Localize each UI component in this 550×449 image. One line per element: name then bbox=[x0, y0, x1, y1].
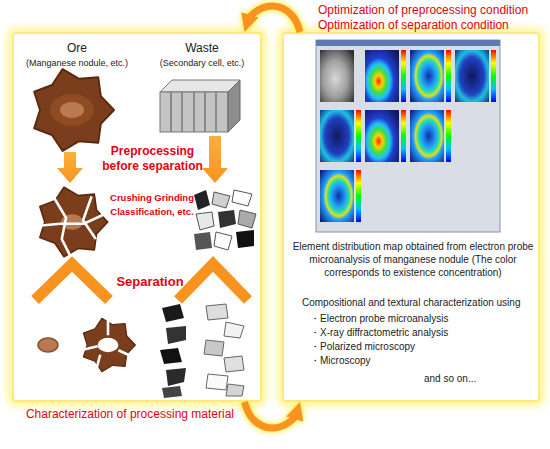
nodule-hole bbox=[98, 338, 119, 352]
nodule-core bbox=[60, 102, 84, 118]
color-scale bbox=[491, 50, 496, 102]
step-detail: Crushing Grinding Classification, etc. bbox=[108, 191, 196, 219]
battery-cell-line bbox=[181, 92, 183, 132]
element-map bbox=[410, 110, 444, 162]
battery-fragment bbox=[224, 356, 244, 372]
battery-front bbox=[160, 92, 228, 132]
battery-fragment bbox=[206, 374, 228, 390]
color-scale bbox=[401, 110, 406, 162]
method-item: ・Microscopy bbox=[310, 354, 530, 367]
battery-cell-line bbox=[215, 92, 217, 132]
method-intro: Compositional and textural characterizat… bbox=[302, 296, 538, 309]
battery-cell-line bbox=[193, 92, 195, 132]
battery-fragment bbox=[224, 322, 244, 338]
battery-fragment bbox=[194, 190, 210, 210]
material-note: (Manganese nodule, etc.) bbox=[17, 57, 137, 70]
step-label: Separation bbox=[100, 275, 200, 288]
element-map bbox=[455, 50, 489, 102]
crack-line bbox=[53, 197, 70, 257]
battery-fragment bbox=[212, 192, 230, 208]
window-titlebar bbox=[316, 40, 500, 46]
crack-line bbox=[107, 313, 110, 336]
battery-fragment bbox=[162, 386, 182, 398]
separated-shell bbox=[81, 313, 138, 375]
battery-fragment bbox=[194, 232, 212, 250]
crack-line bbox=[95, 355, 100, 375]
battery-fragment bbox=[160, 348, 182, 364]
separated-core bbox=[38, 338, 58, 352]
battery-side bbox=[228, 80, 240, 132]
material-note: (Secondary cell, etc.) bbox=[142, 57, 262, 70]
shredded-battery bbox=[194, 190, 256, 250]
element-map bbox=[320, 170, 354, 222]
process-panel: Ore (Manganese nodule, etc.) Waste (Seconda… bbox=[12, 32, 262, 402]
color-scale bbox=[356, 110, 361, 162]
battery-fragment bbox=[236, 230, 254, 248]
element-map-window bbox=[316, 40, 500, 232]
nodule-body bbox=[83, 318, 135, 371]
battery-fragment bbox=[204, 340, 224, 356]
feedback-arrow bbox=[245, 402, 298, 428]
separation-chevron bbox=[178, 264, 248, 300]
material-heading: Ore bbox=[37, 42, 117, 55]
battery-fragment bbox=[206, 304, 228, 320]
nodule-layer bbox=[50, 94, 94, 126]
nodule-body bbox=[40, 187, 108, 257]
battery-fragment bbox=[218, 210, 236, 228]
method-item: ・X-ray diffractometric analysis bbox=[310, 326, 530, 339]
material-heading: Waste bbox=[162, 42, 242, 55]
element-map bbox=[365, 50, 399, 102]
battery-fragment bbox=[226, 384, 244, 396]
separation-chevron bbox=[35, 264, 109, 300]
step-label: Preprocessing before separation bbox=[95, 144, 210, 174]
connector-label: Characterization of processing material bbox=[12, 407, 234, 422]
sem-image bbox=[320, 50, 354, 102]
battery-top bbox=[160, 80, 240, 92]
ore-nodule bbox=[34, 69, 114, 151]
color-scale bbox=[401, 50, 406, 102]
characterization-panel: Element distribution map obtained from e… bbox=[282, 32, 540, 402]
method-item: ・Polarized microscopy bbox=[310, 340, 530, 353]
feedback-arrow bbox=[247, 6, 300, 32]
color-scale bbox=[446, 110, 451, 162]
separated-battery-dark bbox=[160, 304, 186, 398]
battery-fragment bbox=[232, 190, 252, 206]
element-map bbox=[320, 110, 354, 162]
crushed-ore bbox=[40, 187, 108, 257]
element-map bbox=[365, 110, 399, 162]
battery-fragment bbox=[162, 304, 184, 322]
nodule-body bbox=[34, 69, 114, 151]
battery-fragment bbox=[166, 326, 186, 344]
battery-fragment bbox=[166, 368, 186, 386]
window-frame bbox=[316, 40, 500, 232]
crack-line bbox=[41, 214, 106, 226]
element-map bbox=[410, 50, 444, 102]
crack-line bbox=[118, 350, 137, 359]
battery-cell-line bbox=[170, 92, 172, 132]
battery-fragment bbox=[238, 210, 256, 228]
connector-label: Optimization of preprocessing condition … bbox=[318, 3, 546, 33]
nodule-core bbox=[61, 214, 83, 229]
method-item: ・Electron probe microanalysis bbox=[310, 312, 530, 325]
color-scale bbox=[446, 50, 451, 102]
crack-line bbox=[83, 197, 96, 240]
figure-caption: Element distribution map obtained from e… bbox=[288, 240, 538, 279]
separated-battery-light bbox=[204, 304, 244, 396]
process-arrow bbox=[57, 152, 83, 183]
process-arrow bbox=[202, 136, 228, 183]
crack-line bbox=[81, 346, 98, 350]
battery-pack bbox=[160, 80, 240, 132]
battery-cell-line bbox=[204, 92, 206, 132]
battery-fragment bbox=[196, 212, 214, 230]
method-note: and so on... bbox=[424, 372, 524, 385]
color-scale bbox=[356, 170, 361, 222]
battery-fragment bbox=[214, 232, 232, 250]
